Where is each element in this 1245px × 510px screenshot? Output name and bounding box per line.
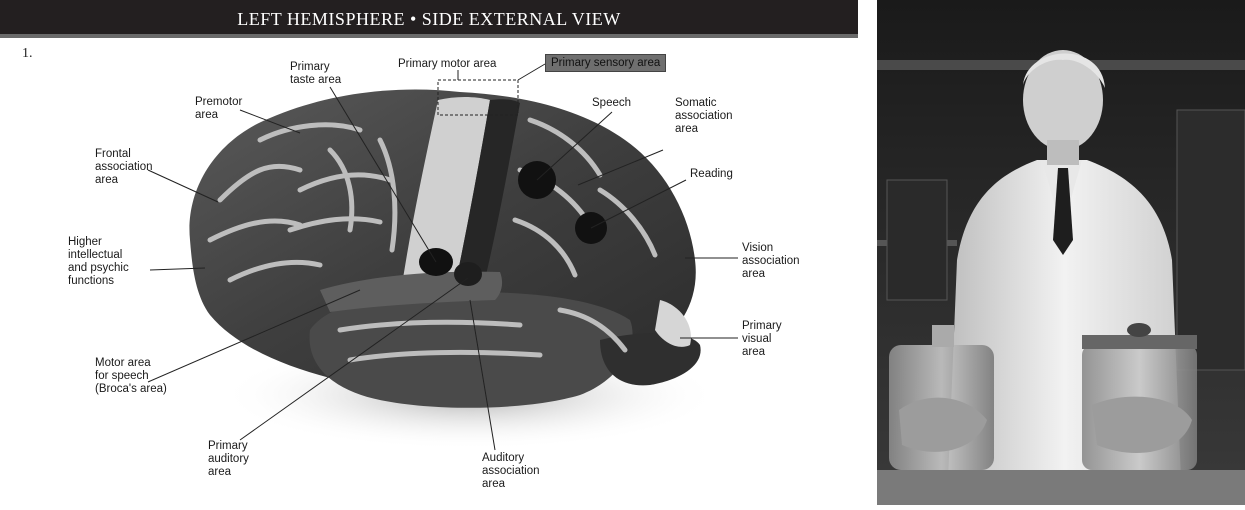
right-jar-knob [1127, 323, 1151, 337]
label-higher-intellectual-functions: Higher intellectual and psychic function… [68, 236, 129, 288]
label-somatic-association-area: Somatic association area [675, 97, 733, 136]
right-cabinet [1177, 110, 1245, 370]
back-cabinet [887, 180, 947, 300]
label-primary-motor-area: Primary motor area [398, 58, 496, 71]
lab-table [877, 470, 1245, 505]
label-vision-association-area: Vision association area [742, 242, 800, 281]
label-reading: Reading [690, 168, 733, 181]
neck [1047, 140, 1079, 165]
label-primary-sensory-area: Primary sensory area [545, 54, 666, 72]
label-primary-taste-area: Primary taste area [290, 61, 341, 87]
right-jar-lid [1082, 335, 1197, 349]
photo-illustration [877, 0, 1245, 505]
pathologist-photo [877, 0, 1245, 505]
label-frontal-association-area: Frontal association area [95, 148, 153, 187]
brain-diagram-panel: LEFT HEMISPHERE • SIDE EXTERNAL VIEW 1. [0, 0, 858, 505]
label-auditory-association-area: Auditory association area [482, 452, 540, 491]
label-premotor-area: Premotor area [195, 96, 242, 122]
panel-divider [858, 0, 877, 505]
label-motor-area-speech: Motor area for speech (Broca's area) [95, 357, 167, 396]
label-speech: Speech [592, 97, 631, 110]
label-primary-auditory-area: Primary auditory area [208, 440, 249, 479]
auditory-spot [454, 262, 482, 286]
left-jar-lid [932, 325, 954, 347]
label-primary-visual-area: Primary visual area [742, 320, 782, 359]
